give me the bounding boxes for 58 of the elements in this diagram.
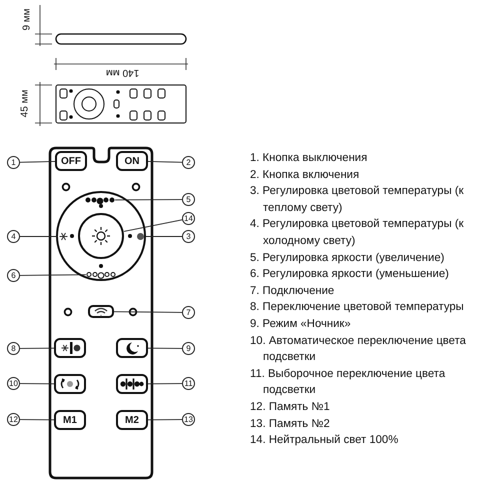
legend-item: 10. Автоматическое переключение цвета подсветки (250, 334, 467, 366)
leader-line (114, 199, 182, 200)
dimension-label: 9 мм (22, 8, 33, 31)
legend-item: 8. Переключение цветовой температуры (250, 300, 465, 316)
legend-item: 13. Память №2 (250, 416, 331, 432)
callout-number: 1 (7, 156, 20, 169)
callout-number: 12 (7, 413, 20, 426)
leader-line (124, 219, 183, 232)
leader-line (20, 383, 54, 384)
legend-item: 7. Подключение (250, 284, 336, 299)
leader-line (148, 383, 182, 384)
legend-item: 3. Регулировка цветовой температуры (к теплому свету) (250, 184, 465, 216)
night-mode-button (116, 338, 148, 358)
callout-number: 7 (182, 306, 195, 319)
color-select-button (116, 374, 148, 394)
dimension-label: 45 мм (19, 90, 30, 118)
leader-line (20, 348, 54, 349)
callout-number: 3 (182, 230, 195, 243)
legend-item: 4. Регулировка цветовой температуры (к холодному свету) (250, 217, 465, 249)
leader-line (20, 274, 86, 276)
snowflake-icon (58, 231, 69, 242)
legend-item: 5. Регулировка яркости (увеличение) (250, 250, 446, 266)
leader-line (20, 419, 54, 420)
legend-item: 11. Выборочное переключение цвета подсветки (250, 366, 446, 398)
warm-light-icon (135, 231, 146, 242)
callout-number: 9 (182, 342, 195, 355)
legend-item: 1. Кнопка выключения (250, 151, 368, 166)
connect-button (88, 305, 114, 318)
on-button: ON (116, 151, 148, 171)
legend-item: 12. Память №1 (250, 400, 331, 415)
callout-number: 8 (7, 342, 20, 355)
legend-item: 6. Регулировка яркости (уменьшение) (250, 267, 450, 282)
color-temperature-button (54, 338, 86, 358)
callout-number: 4 (7, 230, 20, 243)
legend-item: 2. Кнопка включения (250, 168, 360, 183)
callout-number: 2 (182, 156, 195, 169)
callout-number: 14 (182, 212, 195, 225)
callout-number: 10 (7, 377, 20, 390)
off-button: OFF (55, 151, 87, 171)
memory-button: M1 (54, 410, 86, 430)
leader-line (114, 311, 182, 313)
leader-line (148, 160, 182, 163)
legend-item: 9. Режим «Ночник» (250, 316, 352, 332)
dimension-label: 140 мм (106, 67, 140, 78)
callout-number: 13 (182, 413, 195, 426)
leader-line (20, 160, 56, 163)
leader-line (20, 236, 58, 237)
callout-number: 6 (7, 269, 20, 282)
leader-line (148, 419, 182, 420)
callout-number: 5 (182, 193, 195, 206)
brightness-down-icon (86, 269, 116, 280)
legend-item: 14. Нейтральный свет 100% (250, 433, 400, 448)
brightness-up-icon (85, 195, 115, 205)
leader-line (146, 236, 182, 237)
callout-number: 11 (182, 377, 195, 390)
leader-line (148, 348, 182, 349)
memory-button: M2 (116, 410, 148, 430)
auto-color-button (54, 374, 86, 394)
